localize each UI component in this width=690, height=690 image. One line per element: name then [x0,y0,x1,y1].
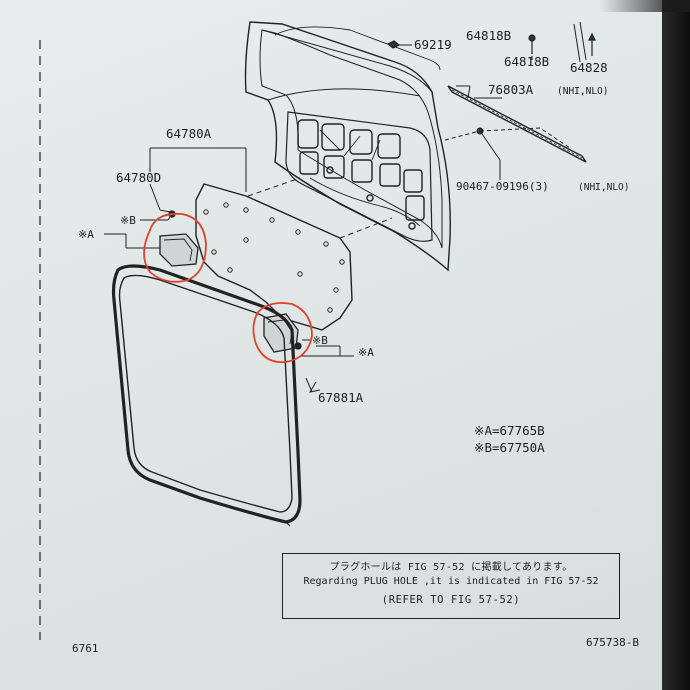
label-90467-note: (NHI,NLO) [578,182,629,193]
label-mark-A-left: ※A [78,228,94,241]
label-mark-A-right: ※A [358,346,374,359]
label-mark-B-left: ※B [120,214,136,227]
note-english: Regarding PLUG HOLE ,it is indicated in … [303,576,599,587]
back-door-drawing [244,21,587,272]
weatherstrip [111,264,302,527]
label-69219: 69219 [414,37,452,52]
moulding-strip [447,85,587,163]
legend-b: ※B=67750A [474,440,545,455]
label-64818B: 64818B [504,54,549,69]
footer-left: 6761 [72,642,99,655]
label-64818B-top: 64818B [466,28,511,43]
red-circle-right [252,302,313,364]
hole-cover-left [159,210,199,267]
upper-fasteners [386,32,596,56]
label-mark-B-right: ※B [312,334,328,347]
annotation-circles [143,212,313,364]
label-64780A: 64780A [166,126,212,141]
part-labels: 69219 64818B 64818B 64828 76803A (NHI,NL… [72,28,639,655]
label-90467: 90467-09196(3) [456,180,549,193]
label-67881A: 67881A [318,390,364,405]
label-leaders [104,44,533,393]
label-76803A: 76803A [488,82,534,97]
legend-a: ※A=67765B [474,423,545,438]
red-circle-left [143,212,207,283]
dark-background-edge [662,0,690,690]
footer-right: 675738-B [586,636,639,649]
note-japanese: プラグホールは FIG 57-52 に掲載してあります。 [329,562,573,573]
label-64828: 64828 [570,60,608,75]
label-64780D: 64780D [116,170,161,185]
label-76803A-note: (NHI,NLO) [557,86,608,97]
dark-background-corner [600,0,690,12]
moulding-leaders [444,97,571,180]
note-reference: (REFER TO FIG 57-52) [381,594,521,606]
reference-note-box: プラグホールは FIG 57-52 に掲載してあります。 Regarding P… [282,553,620,619]
